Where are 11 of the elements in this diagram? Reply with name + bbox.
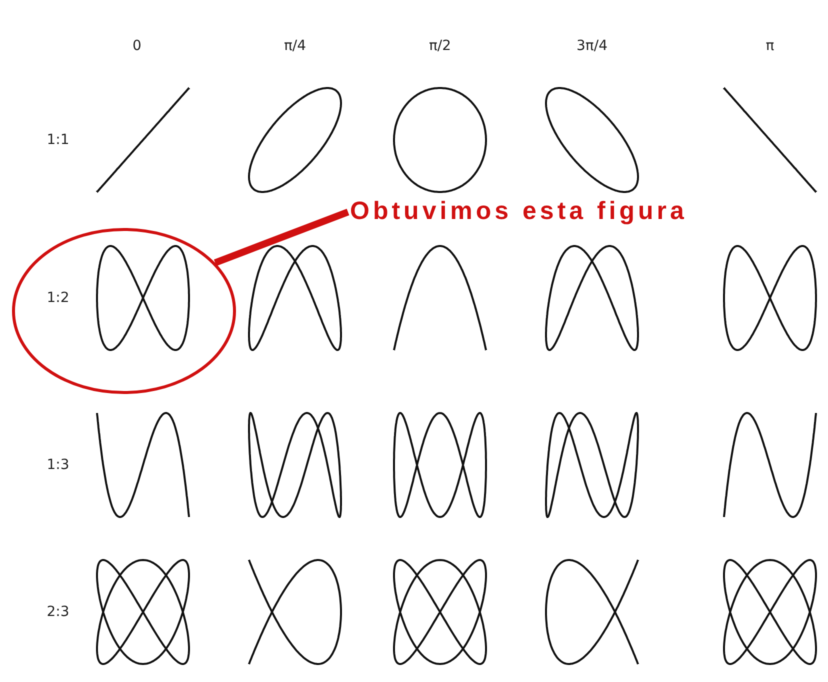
phase-label: 0 [132, 38, 142, 54]
ratio-label: 1:2 [46, 290, 70, 306]
ratio-label: 1:1 [46, 132, 70, 148]
phase-label: π/2 [428, 38, 452, 54]
phase-label: π [766, 38, 774, 54]
phase-label: 3π/4 [576, 38, 608, 54]
ratio-label: 2:3 [46, 604, 70, 620]
leader-line [214, 208, 350, 266]
phase-label: π/4 [284, 38, 306, 54]
ratio-label: 1:3 [46, 457, 70, 473]
callout-text: Obtuvimos esta figura [350, 197, 688, 226]
